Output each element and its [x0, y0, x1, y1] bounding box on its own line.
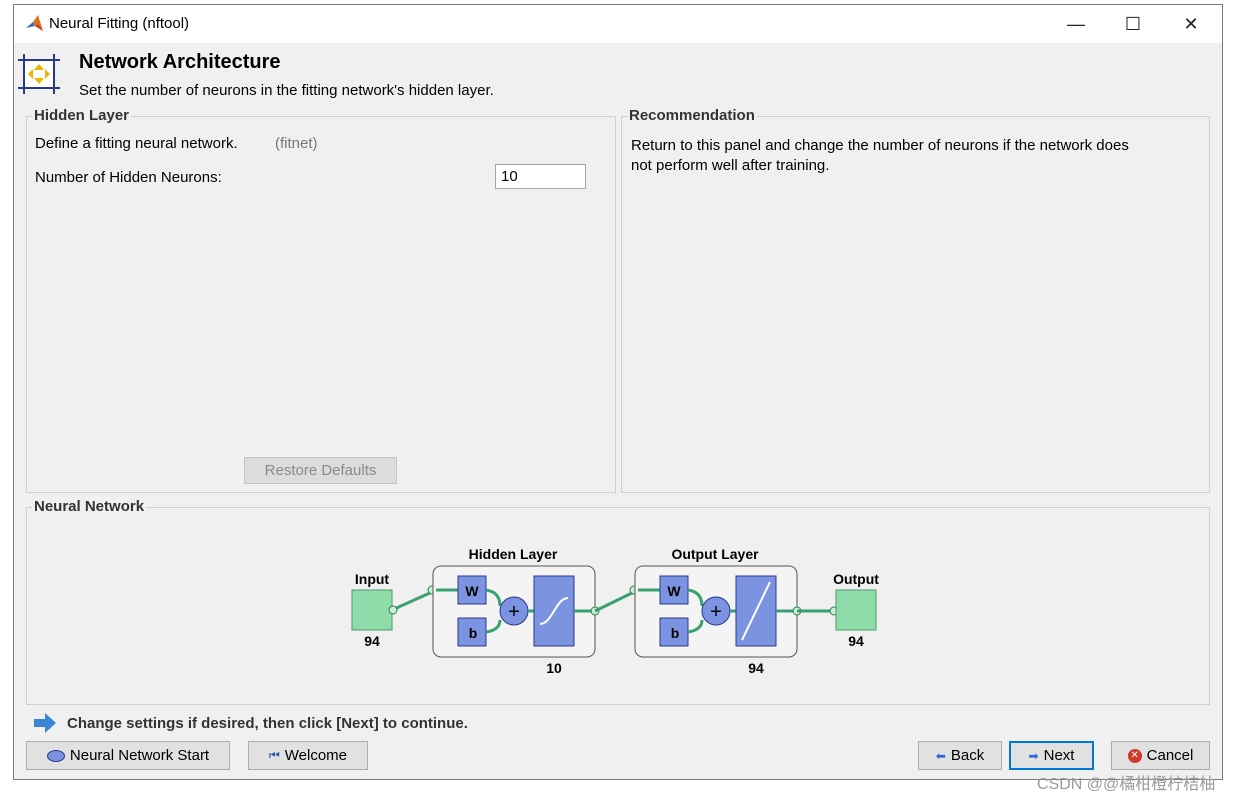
network-start-icon [46, 749, 65, 762]
input-node [351, 589, 393, 631]
hidden-neurons-input[interactable]: 10 [495, 164, 586, 189]
minimize-button[interactable]: — [1067, 14, 1085, 34]
welcome-button[interactable]: ⏮ Welcome [248, 741, 368, 770]
page-title: Network Architecture [79, 51, 281, 73]
output-label: Output [833, 571, 879, 587]
output-layer-title: Output Layer [671, 546, 759, 562]
matlab-logo-icon [26, 15, 43, 31]
define-network-text: Define a fitting neural network. [35, 135, 238, 152]
back-arrow-icon: ⬅ [935, 748, 946, 763]
watermark: CSDN @@橘柑橙柠桔柚 [1037, 776, 1216, 793]
output-layer-size: 94 [748, 660, 764, 676]
hidden-w-label: W [465, 583, 479, 599]
instruction-hint: Change settings if desired, then click [… [67, 715, 468, 732]
network-architecture-icon [18, 54, 60, 94]
hidden-plus-label: + [508, 601, 520, 623]
back-button[interactable]: ⬅ Back [918, 741, 1002, 770]
recommendation-panel: Recommendation [621, 107, 1210, 493]
output-plus-label: + [710, 601, 722, 623]
next-button[interactable]: ➡ Next [1009, 741, 1094, 770]
recommendation-text-line2: not perform well after training. [631, 157, 830, 174]
fitnet-hint: (fitnet) [275, 135, 318, 152]
cancel-label: Cancel [1146, 747, 1194, 764]
network-diagram: Input 94 Hidden Layer W b + 10 Output La… [351, 546, 879, 676]
rewind-icon: ⏮ [268, 748, 280, 762]
hidden-weight-block [457, 575, 487, 605]
output-size: 94 [848, 633, 864, 649]
page-subtitle: Set the number of neurons in the fitting… [79, 82, 494, 99]
cancel-icon: ✕ [1127, 748, 1142, 763]
cancel-button[interactable]: ✕ Cancel [1111, 741, 1210, 770]
output-b-label: b [671, 625, 680, 641]
output-w-label: W [667, 583, 681, 599]
close-button[interactable]: ✕ [1183, 14, 1199, 34]
neural-network-start-button[interactable]: Neural Network Start [26, 741, 230, 770]
recommendation-panel-label: Recommendation [627, 107, 757, 124]
input-label: Input [355, 571, 390, 587]
hidden-layer-panel-label: Hidden Layer [32, 107, 132, 124]
neural-network-panel: Neural Network [26, 498, 1210, 705]
next-arrow-icon: ➡ [1028, 748, 1039, 763]
window-title: Neural Fitting (nftool) [49, 15, 190, 32]
neural-network-start-label: Neural Network Start [69, 747, 210, 764]
hidden-b-label: b [469, 625, 478, 641]
hidden-size: 10 [546, 660, 562, 676]
sigmoid-icon [539, 597, 569, 625]
input-size: 94 [364, 633, 380, 649]
input-junction [388, 605, 398, 615]
neural-network-panel-label: Neural Network [32, 498, 147, 515]
output-node [835, 589, 877, 631]
output-weight-block [659, 575, 689, 605]
title-bar: Neural Fitting (nftool) — ☐ ✕ [14, 5, 1222, 43]
restore-defaults-button[interactable]: Restore Defaults [244, 457, 397, 484]
hidden-layer-panel: Hidden Layer [26, 107, 616, 493]
arrow-right-icon [34, 713, 56, 733]
hidden-neurons-label: Number of Hidden Neurons: [35, 169, 222, 186]
welcome-label: Welcome [284, 747, 348, 764]
recommendation-text-line1: Return to this panel and change the numb… [631, 137, 1129, 154]
restore-defaults-label: Restore Defaults [264, 462, 377, 479]
nftool-window: Neural Fitting (nftool) — ☐ ✕ [13, 4, 1223, 780]
linear-icon [741, 581, 771, 641]
back-label: Back [950, 747, 985, 764]
maximize-button[interactable]: ☐ [1124, 14, 1142, 34]
next-label: Next [1043, 747, 1075, 764]
hidden-layer-title: Hidden Layer [469, 546, 558, 562]
hidden-bias-block [457, 617, 487, 647]
